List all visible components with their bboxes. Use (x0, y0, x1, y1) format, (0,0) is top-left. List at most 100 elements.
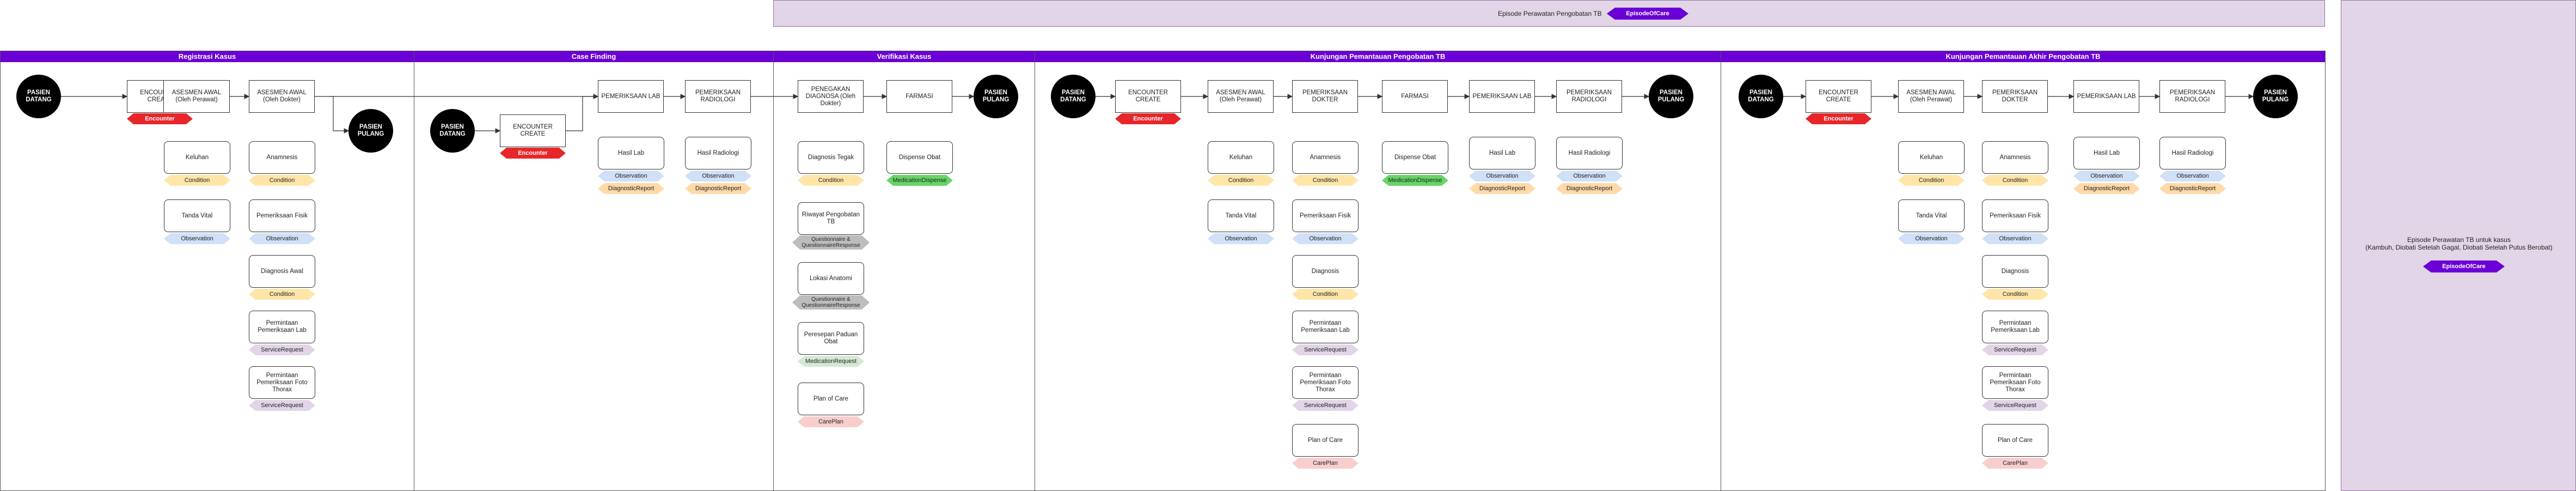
observation-tag: Observation (1469, 171, 1535, 181)
diagnosis-awal-node: Diagnosis Awal (249, 255, 315, 288)
diagnostic-report-tag: DiagnosticReport (2159, 183, 2226, 194)
dispense-obat-node: Dispense Obat (886, 141, 953, 174)
service-request-tag: ServiceRequest (1982, 344, 2048, 355)
condition-tag: Condition (1982, 175, 2048, 186)
episode-banner: Episode Perawatan Pengobatan TB EpisodeO… (773, 0, 2325, 27)
tanda-vital-node: Tanda Vital (1898, 199, 1965, 232)
observation-tag: Observation (1982, 233, 2048, 244)
tanda-vital-node: Tanda Vital (164, 199, 230, 232)
plan-of-care-node: Plan of Care (1982, 424, 2048, 457)
pemeriksaan-fisik-node: Pemeriksaan Fisik (1292, 199, 1359, 232)
episode-of-care-tag: EpisodeOfCare (1607, 8, 1688, 20)
hasil-lab-node: Hasil Lab (2073, 137, 2140, 169)
tanda-vital-node: Tanda Vital (1208, 199, 1274, 232)
questionnaire-tag: Questionnaire & QuestionnaireResponse (792, 235, 870, 250)
condition-tag: Condition (1292, 289, 1359, 300)
pasien-datang-node: PASIEN DATANG (1051, 75, 1096, 118)
observation-tag: Observation (249, 233, 315, 244)
pemeriksaan-fisik-node: Pemeriksaan Fisik (249, 199, 315, 232)
pemeriksaan-lab-node: PEMERIKSAAN LAB (1469, 80, 1535, 113)
observation-tag: Observation (2159, 171, 2226, 181)
pemeriksaan-dokter-node: PEMERIKSAAN DOKTER (1982, 80, 2048, 113)
hasil-radiologi-node: Hasil Radiologi (685, 137, 751, 169)
diagnosis-tegak-node: Diagnosis Tegak (798, 141, 864, 174)
farmasi-node: FARMASI (1382, 80, 1448, 113)
permintaan-lab-node: Permintaan Pemeriksaan Lab (1292, 311, 1359, 343)
condition-tag: Condition (798, 175, 864, 186)
service-request-tag: ServiceRequest (249, 400, 315, 411)
penegakan-diagnosa-node: PENEGAKAN DIAGNOSA (Oleh Dokter) (798, 80, 864, 113)
lane-header: Kunjungan Pemantauan Pengobatan TB (1035, 51, 1721, 62)
encounter-tag: Encounter (500, 148, 566, 159)
permintaan-foto-node: Permintaan Pemeriksaan Foto Thorax (249, 366, 315, 399)
asesmen-dokter-node: ASESMEN AWAL (Oleh Dokter) (249, 80, 315, 113)
anamnesis-node: Anamnesis (249, 141, 315, 174)
plan-of-care-node: Plan of Care (798, 383, 864, 415)
medication-dispense-tag: MedicationDispense (1382, 175, 1448, 186)
asesmen-perawat-node: ASESMEN AWAL (Oleh Perawat) (1208, 80, 1274, 113)
pasien-datang-node: PASIEN DATANG (1739, 75, 1783, 118)
careplan-tag: CarePlan (798, 416, 864, 427)
medication-dispense-tag: MedicationDispense (886, 175, 953, 186)
condition-tag: Condition (164, 175, 230, 186)
encounter-tag: Encounter (1806, 113, 1871, 124)
hasil-radiologi-node: Hasil Radiologi (1556, 137, 1623, 169)
pemeriksaan-fisik-node: Pemeriksaan Fisik (1982, 199, 2048, 232)
pemeriksaan-lab-node: PEMERIKSAAN LAB (2073, 80, 2139, 113)
observation-tag: Observation (164, 233, 230, 244)
hasil-lab-node: Hasil Lab (1469, 137, 1535, 169)
plan-of-care-node: Plan of Care (1292, 424, 1359, 457)
pemeriksaan-radiologi-node: PEMERIKSAAN RADIOLOGI (1556, 80, 1622, 113)
farmasi-node: FARMASI (886, 80, 952, 113)
pasien-datang-node: PASIEN DATANG (16, 75, 61, 118)
observation-tag: Observation (2073, 171, 2140, 181)
keluhan-node: Keluhan (164, 141, 230, 174)
pasien-pulang-node: PASIEN PULANG (974, 75, 1018, 118)
peresepan-obat-node: Peresepan Paduan Obat (798, 322, 864, 355)
observation-tag: Observation (1556, 171, 1623, 181)
episode-banner-text: Episode Perawatan Pengobatan TB (1498, 10, 1602, 17)
lokasi-anatomi-node: Lokasi Anatomi (798, 262, 864, 295)
pasien-pulang-node: PASIEN PULANG (1649, 75, 1693, 118)
service-request-tag: ServiceRequest (1982, 400, 2048, 411)
observation-tag: Observation (598, 171, 664, 181)
pemeriksaan-dokter-node: PEMERIKSAAN DOKTER (1292, 80, 1358, 113)
pasien-pulang-node: PASIEN PULANG (348, 109, 393, 153)
hasil-lab-node: Hasil Lab (598, 137, 664, 169)
encounter-create-node: ENCOUNTER CREATE (1806, 80, 1871, 113)
dispense-obat-node: Dispense Obat (1382, 141, 1448, 174)
permintaan-foto-node: Permintaan Pemeriksaan Foto Thorax (1982, 366, 2048, 399)
keluhan-node: Keluhan (1208, 141, 1274, 174)
pasien-datang-node: PASIEN DATANG (430, 109, 475, 153)
permintaan-foto-node: Permintaan Pemeriksaan Foto Thorax (1292, 366, 1359, 399)
service-request-tag: ServiceRequest (1292, 344, 1359, 355)
observation-tag: Observation (1898, 233, 1965, 244)
diagnosis-node: Diagnosis (1982, 255, 2048, 288)
encounter-create-node: ENCOUNTER CREATE (500, 114, 566, 147)
service-request-tag: ServiceRequest (249, 344, 315, 355)
asesmen-perawat-node: ASESMEN AWAL (Oleh Perawat) (163, 80, 230, 113)
diagnostic-report-tag: DiagnosticReport (2073, 183, 2140, 194)
diagnostic-report-tag: DiagnosticReport (1556, 183, 1623, 194)
condition-tag: Condition (1208, 175, 1274, 186)
episode-side-line2: (Kambuh, Diobati Setelah Gagal, Diobati … (2365, 244, 2553, 251)
hasil-radiologi-node: Hasil Radiologi (2159, 137, 2226, 169)
service-request-tag: ServiceRequest (1292, 400, 1359, 411)
episode-of-care-tag: EpisodeOfCare (2423, 260, 2505, 272)
permintaan-lab-node: Permintaan Pemeriksaan Lab (249, 311, 315, 343)
condition-tag: Condition (1292, 175, 1359, 186)
encounter-tag: Encounter (1115, 113, 1181, 124)
diagnosis-node: Diagnosis (1292, 255, 1359, 288)
condition-tag: Condition (1982, 289, 2048, 300)
episode-side-line1: Episode Perawatan TB untuk kasus (2407, 236, 2511, 244)
anamnesis-node: Anamnesis (1982, 141, 2048, 174)
diagnostic-report-tag: DiagnosticReport (598, 183, 664, 194)
permintaan-lab-node: Permintaan Pemeriksaan Lab (1982, 311, 2048, 343)
pemeriksaan-radiologi-node: PEMERIKSAAN RADIOLOGI (2159, 80, 2225, 113)
observation-tag: Observation (1292, 233, 1359, 244)
encounter-create-node: ENCOUNTER CREATE (1115, 80, 1181, 113)
encounter-tag: Encounter (127, 113, 193, 124)
condition-tag: Condition (249, 289, 315, 300)
diagnostic-report-tag: DiagnosticReport (685, 183, 751, 194)
